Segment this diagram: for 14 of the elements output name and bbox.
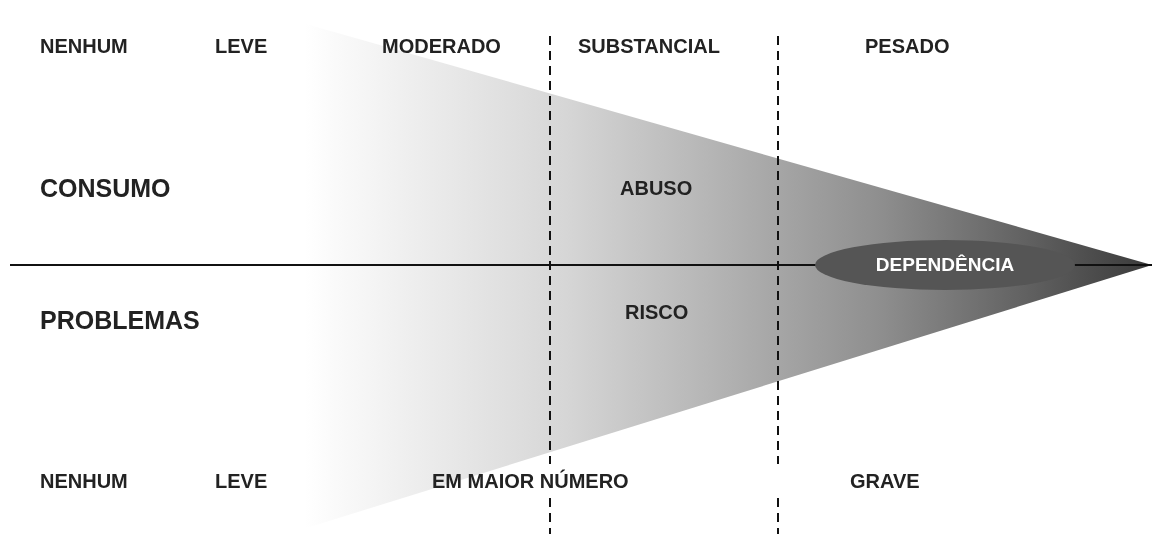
node-label: DEPENDÊNCIA: [875, 254, 1015, 275]
category-label: PROBLEMAS: [40, 308, 200, 333]
category-label: NENHUM: [40, 36, 128, 56]
category-label: SUBSTANCIAL: [578, 36, 720, 56]
category-label: MODERADO: [382, 36, 501, 56]
category-label: CONSUMO: [40, 176, 171, 201]
category-label: LEVE: [215, 36, 268, 56]
category-label: LEVE: [215, 471, 268, 491]
category-label: PESADO: [865, 36, 950, 56]
category-label: ABUSO: [620, 178, 693, 198]
category-label: GRAVE: [850, 471, 920, 491]
category-label: NENHUM: [40, 471, 128, 491]
category-label: EM MAIOR NÚMERO: [432, 471, 629, 491]
category-label: RISCO: [625, 302, 689, 322]
